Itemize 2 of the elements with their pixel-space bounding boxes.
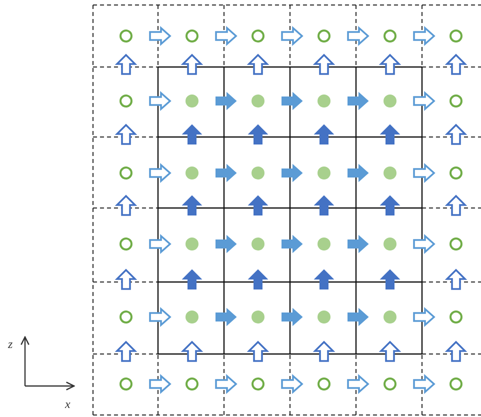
axis-label: z [8, 338, 13, 350]
axis-label: x [65, 398, 70, 410]
